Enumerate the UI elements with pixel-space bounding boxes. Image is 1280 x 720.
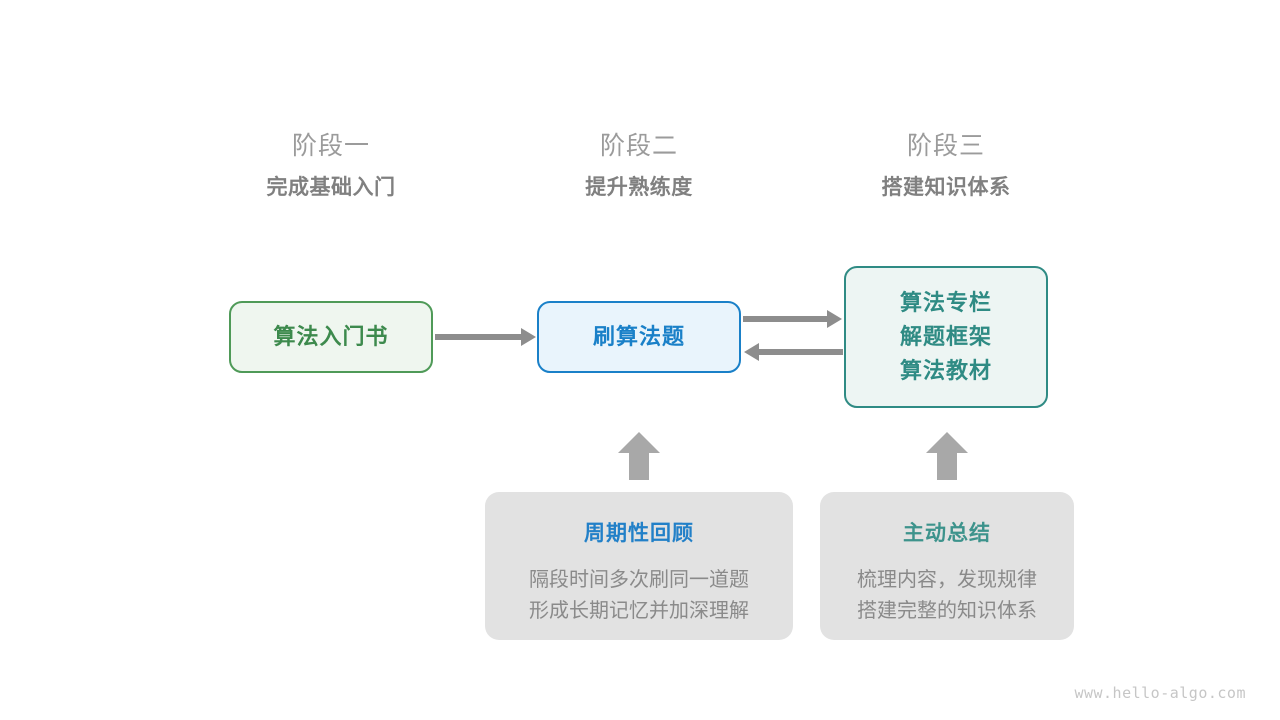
edge-summary-to-knowledge-up-arrow-icon bbox=[926, 432, 968, 480]
note-card-active-summary[interactable]: 主动总结 梳理内容，发现规律 搭建完整的知识体系 bbox=[820, 492, 1074, 640]
stage-title: 阶段三 bbox=[906, 132, 985, 160]
arrow-head bbox=[618, 432, 660, 453]
stage-subtitle: 完成基础入门 bbox=[266, 176, 396, 200]
note-body-line-1: 隔段时间多次刷同一道题 bbox=[529, 569, 749, 591]
edge-review-to-practice-up-arrow-icon bbox=[618, 432, 660, 480]
note-body: 隔段时间多次刷同一道题 形成长期记忆并加深理解 bbox=[529, 565, 749, 627]
note-title: 主动总结 bbox=[903, 522, 991, 545]
node-label-line-3: 算法教材 bbox=[899, 358, 992, 384]
edge-intro-to-practice-line bbox=[435, 334, 523, 340]
stage-subtitle: 提升熟练度 bbox=[585, 176, 693, 200]
node-label-line-2: 解题框架 bbox=[899, 323, 992, 349]
node-knowledge-resources[interactable]: 算法专栏 解题框架 算法教材 bbox=[844, 266, 1048, 408]
stage-title: 阶段二 bbox=[599, 132, 678, 160]
stage-header-1: 阶段一 完成基础入门 bbox=[201, 131, 461, 202]
note-body-line-2: 搭建完整的知识体系 bbox=[857, 600, 1037, 622]
node-label-line-1: 算法专栏 bbox=[899, 289, 992, 315]
node-intro-book[interactable]: 算法入门书 bbox=[229, 301, 433, 373]
node-label: 算法入门书 bbox=[273, 323, 389, 349]
note-body-line-1: 梳理内容，发现规律 bbox=[857, 569, 1037, 591]
note-body: 梳理内容，发现规律 搭建完整的知识体系 bbox=[857, 565, 1037, 627]
note-card-periodic-review[interactable]: 周期性回顾 隔段时间多次刷同一道题 形成长期记忆并加深理解 bbox=[485, 492, 793, 640]
arrow-shaft bbox=[937, 452, 957, 480]
edge-practice-to-knowledge-arrowhead bbox=[827, 310, 842, 328]
note-title: 周期性回顾 bbox=[584, 522, 694, 545]
arrow-head bbox=[926, 432, 968, 453]
stage-header-2: 阶段二 提升熟练度 bbox=[509, 131, 769, 202]
node-label: 刷算法题 bbox=[592, 323, 685, 349]
edge-knowledge-to-practice-line bbox=[759, 349, 843, 355]
note-body-line-2: 形成长期记忆并加深理解 bbox=[529, 600, 749, 622]
stage-subtitle: 搭建知识体系 bbox=[881, 176, 1011, 200]
watermark: www.hello-algo.com bbox=[1074, 684, 1246, 702]
node-practice-problems[interactable]: 刷算法题 bbox=[537, 301, 741, 373]
arrow-shaft bbox=[629, 452, 649, 480]
edge-practice-to-knowledge-line bbox=[743, 316, 827, 322]
stage-title: 阶段一 bbox=[291, 132, 370, 160]
edge-intro-to-practice-arrowhead bbox=[521, 328, 536, 346]
edge-knowledge-to-practice-arrowhead bbox=[744, 343, 759, 361]
stage-header-3: 阶段三 搭建知识体系 bbox=[816, 131, 1076, 202]
